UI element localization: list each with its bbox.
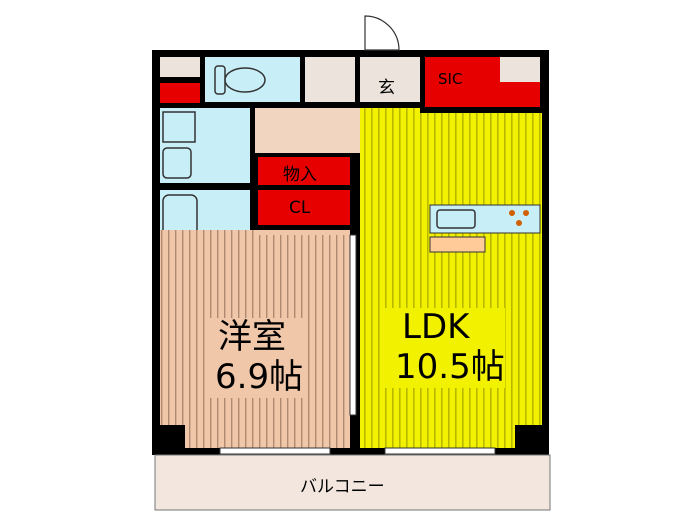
western-room-nook: [258, 230, 350, 235]
entrance-door: [364, 15, 400, 51]
balcony-area: [154, 454, 551, 511]
grey-box-top: [305, 57, 355, 102]
stove-burner-1: [509, 210, 515, 216]
ldk-floor: [360, 113, 542, 448]
ldk-label-panel: [385, 308, 505, 388]
kitchen-sink: [436, 209, 476, 229]
toilet-bowl: [224, 67, 266, 93]
western-label-panel: [210, 318, 305, 398]
column-left: [155, 425, 185, 450]
sliding-door: [349, 234, 357, 416]
sic-label: SIC: [438, 70, 463, 88]
wash-basin: [162, 111, 196, 143]
window-right: [384, 447, 496, 455]
storage-monoire: [258, 157, 350, 185]
stove-burner-2: [523, 210, 529, 216]
genkan-label: 玄: [378, 78, 395, 98]
western-room-size: 6.9帖: [215, 357, 304, 397]
window-left: [219, 447, 331, 455]
washing-machine: [162, 147, 192, 179]
genkan-area: [360, 57, 420, 102]
ldk-upper-fill: [360, 108, 420, 158]
ldk-name: LDK: [402, 307, 470, 347]
closet-label: CL: [289, 198, 311, 218]
storage-label: 物入: [283, 165, 317, 185]
stove-burner-3: [516, 220, 522, 226]
sic-inner-box: [500, 57, 540, 82]
balcony-label: バルコニー: [300, 477, 385, 497]
column-right: [515, 425, 545, 450]
top-left-box: [160, 57, 200, 77]
ldk-size: 10.5帖: [395, 347, 505, 387]
red-shelf-left: [160, 83, 200, 103]
toilet-tank: [214, 65, 226, 95]
western-room-name: 洋室: [218, 317, 286, 357]
closet-cl: [258, 190, 350, 225]
kitchen-counter-bottom: [429, 236, 486, 253]
